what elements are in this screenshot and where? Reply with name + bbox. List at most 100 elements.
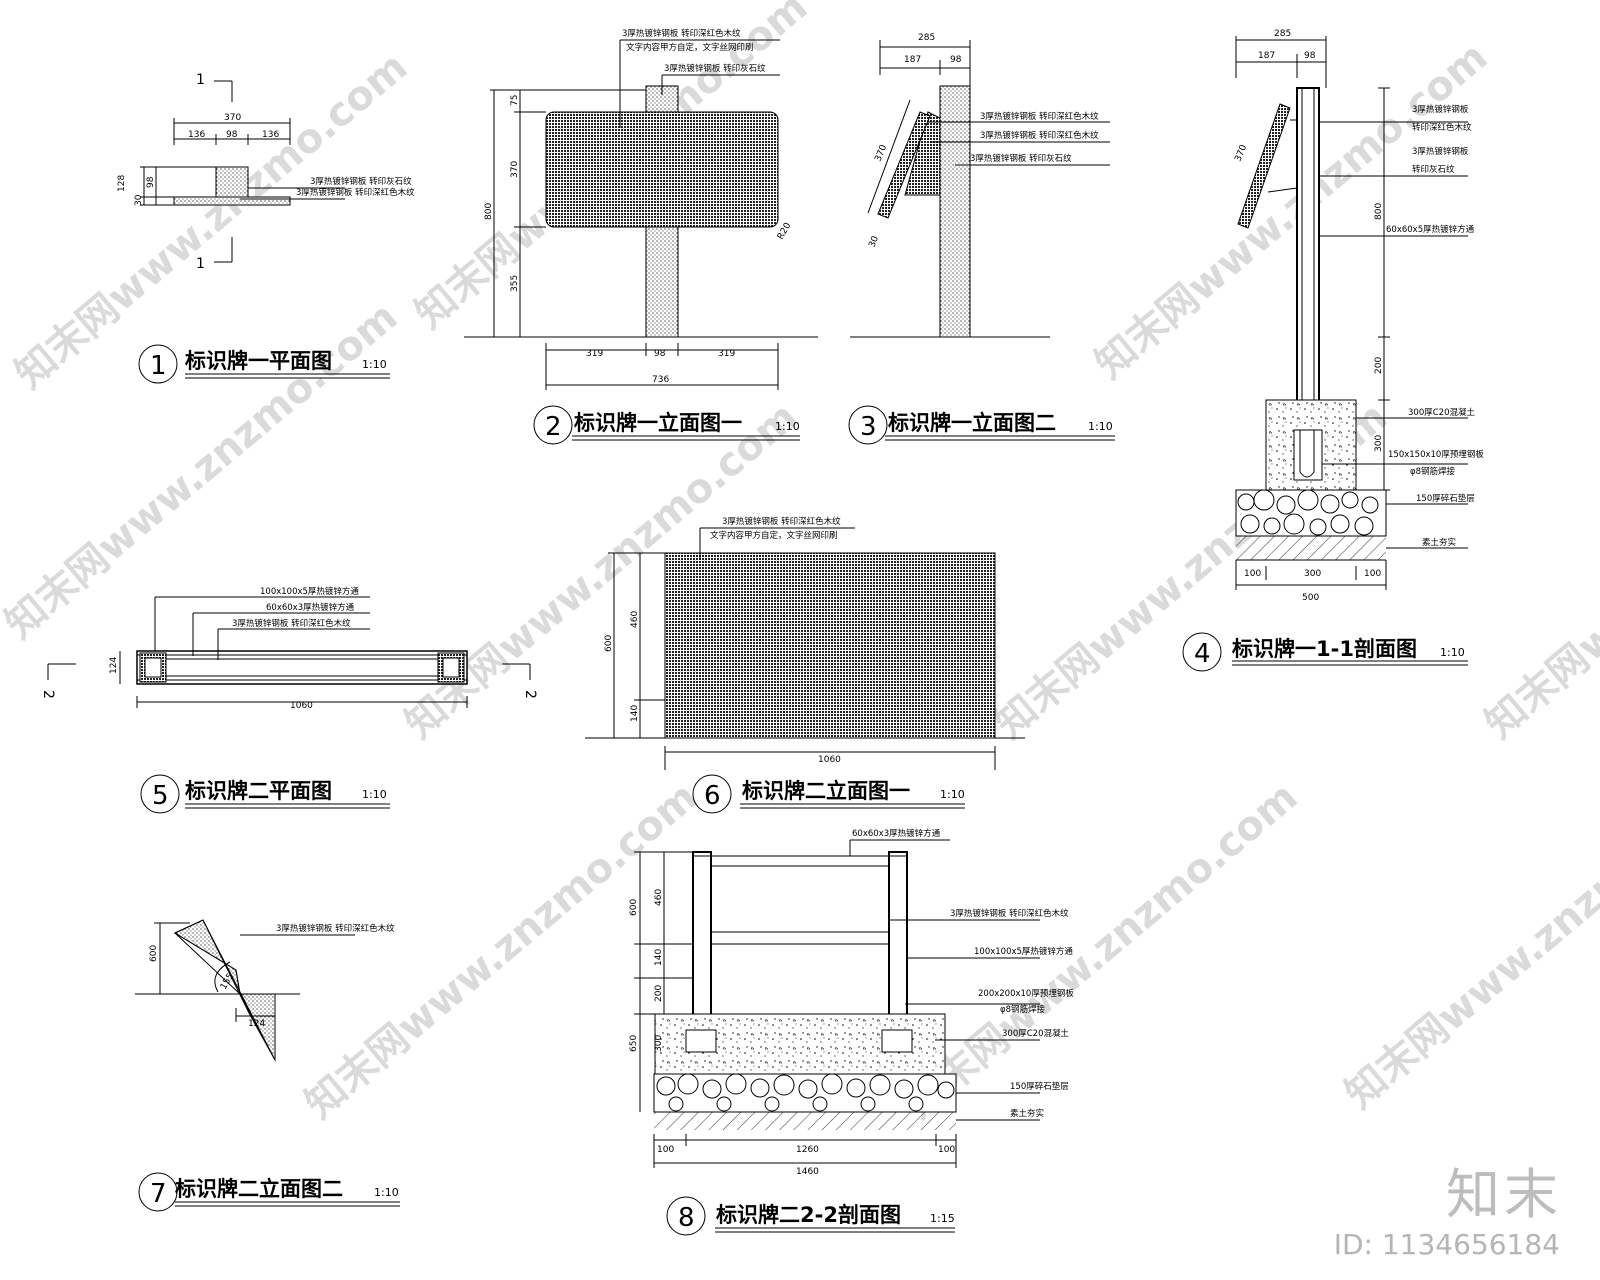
watermark-text: 知末网www.znzmo.com (297, 774, 706, 1128)
dim-label: 100 (1244, 569, 1261, 579)
drawing-title: 标识牌二立面图一 (742, 779, 910, 803)
brand-logo: 知末 (1446, 1163, 1562, 1226)
drawing-scale: 1:10 (940, 788, 965, 801)
dim-label: 187 (1258, 51, 1275, 61)
dim-label: 124 (109, 657, 119, 674)
dim-label: 460 (630, 611, 640, 628)
dim-label: 370 (874, 143, 890, 163)
dim-label: 1060 (818, 755, 841, 765)
note-label: 60x60x5厚热镀锌方通 (1386, 224, 1475, 235)
drawing-title: 标识牌二立面图二 (175, 1177, 343, 1201)
note-label: 200x200x10厚预埋钢板 (978, 988, 1074, 999)
note-label: 300厚C20混凝土 (1408, 407, 1475, 418)
dim-label: 100 (938, 1145, 955, 1155)
dim-label: R20 (776, 221, 794, 242)
dim-label: 140 (654, 949, 664, 966)
dim-label: 124 (248, 1019, 265, 1029)
note-label: 转印深红色木纹 (1412, 122, 1472, 133)
note-label: 3厚热镀锌钢板 转印深红色木纹 (276, 923, 395, 934)
note-label: 60x60x3厚热镀锌方通 (852, 828, 941, 839)
note-label: 150x150x10厚预埋钢板 (1388, 449, 1484, 460)
dim-label: 1460 (796, 1167, 819, 1177)
drawing-number: 7 (150, 1179, 167, 1209)
note-label: 素土夯实 (1010, 1108, 1044, 1119)
gravel-stones (656, 1073, 955, 1112)
note-label: 3厚热镀锌钢板 转印深红色木纹 (622, 28, 741, 39)
section-mark: 2 (40, 690, 56, 699)
watermark-text: 知末网www.znzmo.com (897, 774, 1306, 1128)
dim-label: 355 (510, 275, 520, 292)
dim-label: 100 (1364, 569, 1381, 579)
watermark-text: 知末网www.znzmo.com (1087, 34, 1496, 388)
note-label: 3厚热镀锌钢板 转印深红色木纹 (980, 111, 1099, 122)
section-mark: 1 (196, 256, 205, 272)
gravel-stones (1237, 489, 1379, 536)
dim-label: 300 (1304, 569, 1321, 579)
note-label: 3厚热镀锌钢板 转印深红色木纹 (980, 130, 1099, 141)
dim-label: 300 (1374, 435, 1384, 452)
note-label: 60x60x3厚热镀锌方通 (266, 602, 355, 613)
drawing-number: 1 (150, 351, 167, 381)
note-label: φ8钢筋焊接 (1410, 466, 1456, 477)
drawing-scale: 1:10 (374, 1186, 399, 1199)
dim-label: 285 (918, 33, 935, 43)
dim-label: 98 (226, 130, 238, 140)
dim-label: 128 (117, 175, 127, 192)
drawing-scale: 1:10 (362, 358, 387, 371)
dim-label: 1260 (796, 1145, 819, 1155)
note-label: 3厚热镀锌钢板 转印深红色木纹 (722, 516, 841, 527)
note-label: 150厚碎石垫层 (1416, 493, 1475, 504)
note-label: 3厚热镀锌钢板 转印深红色木纹 (950, 908, 1069, 919)
drawing-2-elevation (464, 39, 818, 390)
drawing-title: 标识牌一1-1剖面图 (1232, 637, 1417, 661)
drawing-title: 标识牌一立面图一 (574, 411, 742, 435)
note-label: 3厚热镀锌钢板 转印灰石纹 (970, 153, 1072, 164)
dim-label: 75 (510, 95, 520, 106)
dim-label: 1060 (290, 701, 313, 711)
drawing-title: 标识牌二平面图 (185, 779, 332, 803)
dim-label: 600 (604, 635, 614, 652)
drawing-number: 6 (704, 781, 721, 811)
dimension-labels: 370 136 98 136 128 98 30 75 370 800 355 … (109, 29, 1384, 1177)
dim-label: 319 (718, 349, 735, 359)
note-label: 素土夯实 (1422, 537, 1456, 548)
drawing-7-elevation (135, 919, 355, 1062)
dim-label: 300 (654, 1035, 664, 1052)
drawing-number: 3 (860, 412, 877, 442)
dim-label: 100 (657, 1145, 674, 1155)
drawing-title: 标识牌一立面图二 (888, 411, 1056, 435)
note-label: 150厚碎石垫层 (1010, 1081, 1069, 1092)
dim-label: 370 (1234, 143, 1250, 163)
note-label: 3厚热镀锌钢板 转印灰石纹 (310, 176, 412, 187)
note-label: 文字内容甲方自定，文字丝网印刷 (626, 42, 754, 53)
section-mark: 2 (522, 690, 538, 699)
note-label: 300厚C20混凝土 (1002, 1028, 1069, 1039)
note-label: 3厚热镀锌钢板 转印深红色木纹 (296, 187, 415, 198)
watermark-text: 知末网www.znzmo.com (1337, 764, 1600, 1118)
drawing-number: 4 (1194, 639, 1211, 669)
dim-label: 98 (146, 176, 156, 188)
drawing-titles: 1 标识牌一平面图 1:10 2 标识牌一立面图一 1:10 3 标识牌一立面图… (150, 349, 1465, 1233)
note-label: 100x100x5厚热镀锌方通 (974, 946, 1073, 957)
dim-label: 650 (629, 1035, 639, 1052)
note-label: φ8钢筋焊接 (1000, 1004, 1046, 1015)
drawing-scale: 1:10 (362, 788, 387, 801)
dim-label: 800 (484, 203, 494, 220)
note-label: 3厚热镀锌钢板 (1412, 104, 1469, 115)
dim-label: 30 (868, 235, 882, 250)
note-label: 3厚热镀锌钢板 转印灰石纹 (664, 63, 766, 74)
drawing-scale: 1:15 (930, 1212, 955, 1225)
dim-label: 98 (1304, 51, 1316, 61)
drawing-6-elevation (585, 527, 1025, 770)
drawing-1-plan (140, 80, 345, 263)
note-label: 100x100x5厚热镀锌方通 (260, 586, 359, 597)
watermark-text: 知末网www.znzmo.com (1477, 394, 1600, 748)
note-label: 文字内容甲方自定，文字丝网印刷 (710, 530, 838, 541)
drawing-number: 2 (545, 412, 562, 442)
drawing-scale: 1:10 (775, 420, 800, 433)
drawing-5-plan (47, 596, 531, 708)
dim-label: 460 (654, 889, 664, 906)
dim-label: 98 (950, 55, 962, 65)
drawing-number: 5 (152, 781, 169, 811)
dim-label: 98 (654, 349, 666, 359)
